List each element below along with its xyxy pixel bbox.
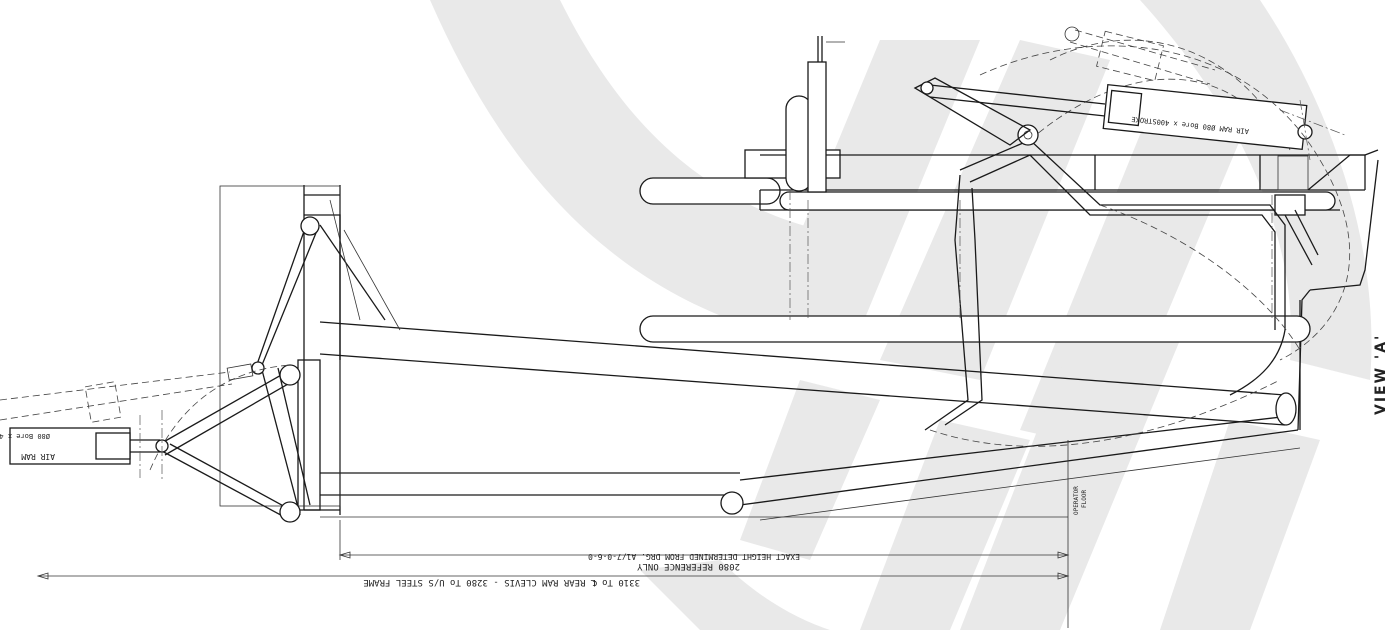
sweep-arc [979,45,1351,361]
dim-ref-1: 2080 REFERENCE ONLY [636,561,740,571]
upper-frame [639,36,1379,291]
dim-bottom: 3310 To ℄ REAR RAM CLEVIS - 3280 To U/S … [363,577,640,587]
main-frame [319,289,1311,515]
vertical-column [219,185,401,515]
operator-floor-label-2: FLOOR [1081,490,1088,508]
left-linkage [149,361,311,523]
operator-floor-label-1: OPERATOR [1073,486,1080,515]
right-air-ram [913,77,1346,161]
lever-arm [924,39,1301,431]
left-ram-label-2: Ø80 Bore x 400Stroke [0,432,50,440]
view-label: VIEW 'A' [1373,334,1389,415]
right-ram-ghost [1064,26,1216,85]
left-air-ram [9,410,169,480]
watermark-logo [430,0,1372,630]
dimensions [36,440,1301,628]
sweep-arc-lower [929,379,1281,447]
dim-ref-2: EXACT HEIGHT DETERMINED FROM DRG. A1/7-0… [588,552,800,561]
centerlines [789,190,1273,320]
lower-pipe [639,315,1311,343]
left-ram-ghost [0,363,254,423]
left-ram-label-1: AIR RAM [21,452,55,461]
